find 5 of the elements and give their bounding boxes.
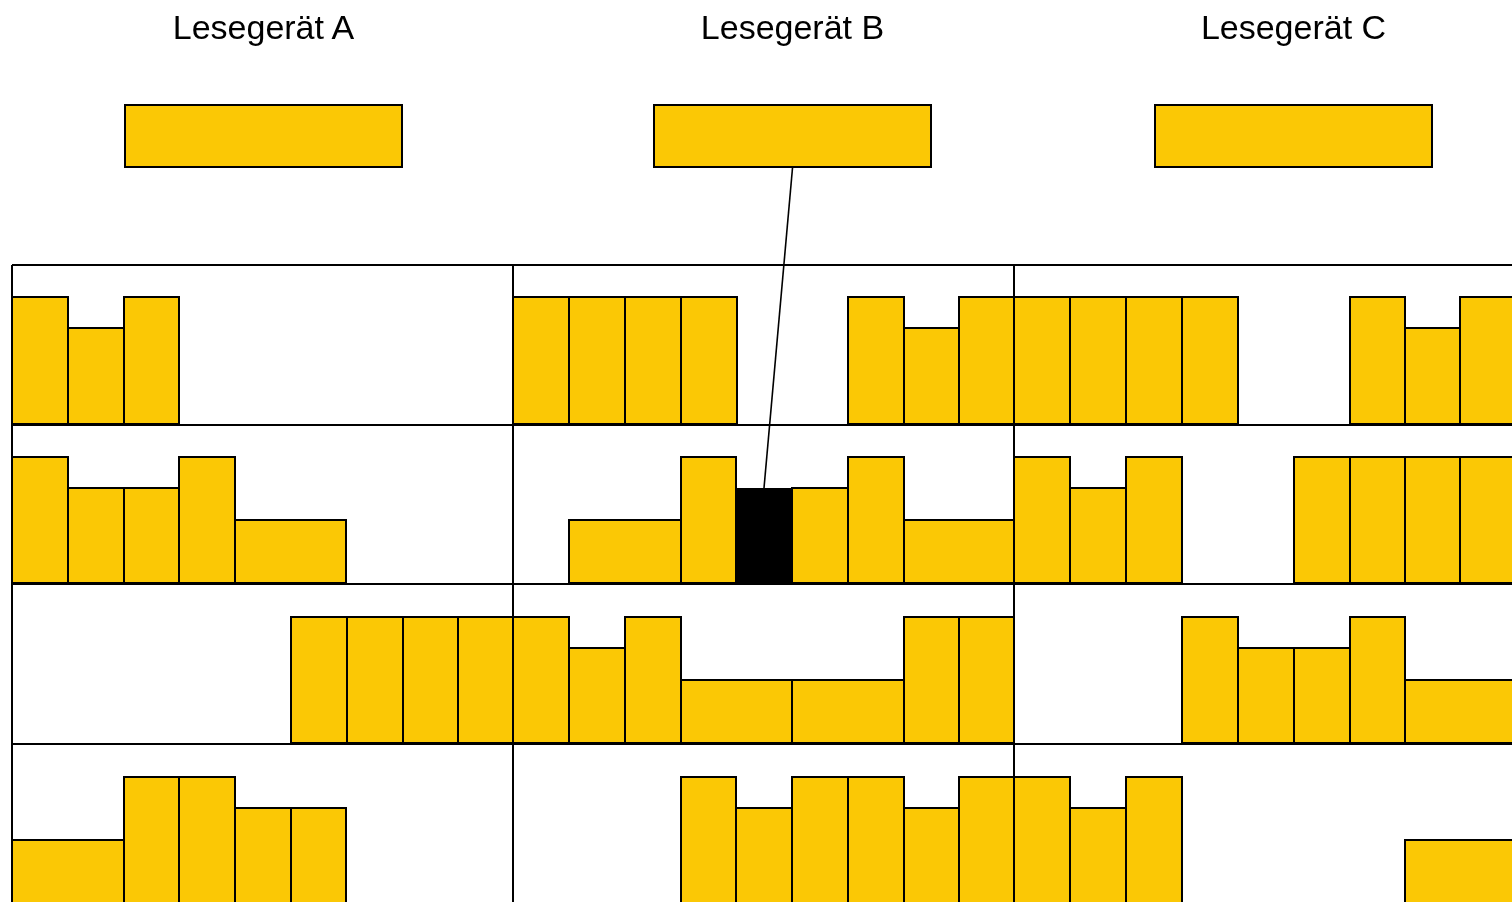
leader-line <box>763 167 794 489</box>
reader-heading: Lesegerät C <box>1199 8 1388 47</box>
marked-book <box>736 488 792 584</box>
reader-heading: Lesegerät A <box>171 8 356 47</box>
reader-heading: Lesegerät B <box>699 8 886 47</box>
